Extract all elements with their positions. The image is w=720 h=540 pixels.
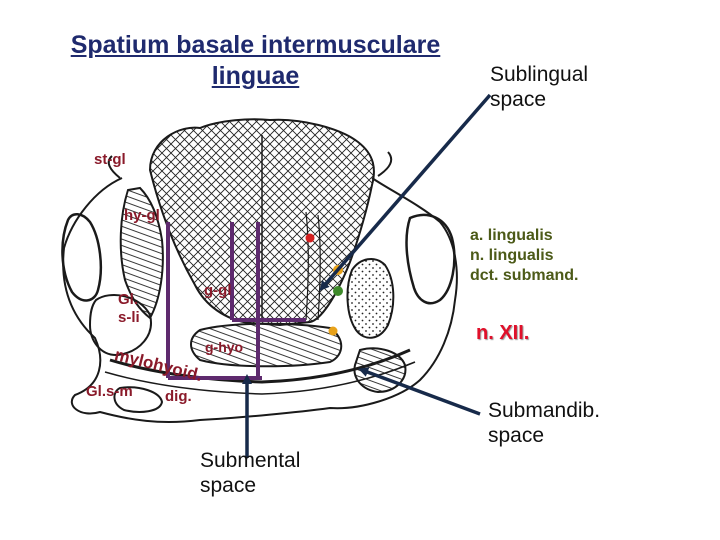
gl-s-li-line-1: Gl. bbox=[118, 291, 139, 308]
page-title: Spatium basale intermusculare linguae bbox=[48, 30, 463, 91]
label-g-gl: g-gl bbox=[204, 282, 232, 299]
dot-hypoglossal-nerve bbox=[328, 326, 338, 336]
label-n-lingualis: n. lingualis bbox=[470, 247, 554, 264]
submental-line-2: space bbox=[200, 474, 257, 498]
sublingual-line-2: space bbox=[490, 88, 547, 112]
submandib-line-2: space bbox=[488, 424, 545, 448]
submental-line-1: Submental bbox=[200, 449, 301, 472]
title-line-1: Spatium basale intermusculare bbox=[70, 31, 441, 59]
label-hy-gl: hy-gl bbox=[124, 207, 160, 224]
label-gl-s-li: Gl. s-li bbox=[118, 291, 140, 327]
gl-s-li-line-2: s-li bbox=[118, 309, 140, 326]
label-dig: dig. bbox=[165, 388, 192, 405]
label-submental-space: Submental space bbox=[200, 448, 300, 498]
arrow-submandibular bbox=[358, 367, 481, 416]
label-g-hyo: g-hyo bbox=[205, 339, 244, 355]
dot-lingual-artery bbox=[305, 233, 315, 243]
label-st-gl: st-gl bbox=[94, 151, 126, 168]
submandib-line-1: Submandib. bbox=[488, 399, 601, 422]
label-submandibular-space: Submandib. space bbox=[488, 398, 600, 448]
label-n-xii: n. XII. bbox=[476, 322, 530, 344]
label-a-lingualis: a. lingualis bbox=[470, 227, 553, 244]
title-line-2: linguae bbox=[211, 61, 300, 90]
arrow-sublingual bbox=[319, 93, 492, 292]
sublingual-line-1: Sublingual bbox=[490, 63, 589, 86]
label-gl-s-m: Gl.s-m bbox=[86, 383, 133, 400]
label-dct-submand: dct. submand. bbox=[470, 267, 579, 284]
label-vessels: a. lingualis n. lingualis dct. submand. bbox=[470, 226, 578, 286]
dot-submandibular-duct bbox=[333, 286, 343, 296]
anatomical-section-drawing bbox=[61, 118, 458, 424]
label-sublingual-space: Sublingual space bbox=[490, 62, 588, 112]
